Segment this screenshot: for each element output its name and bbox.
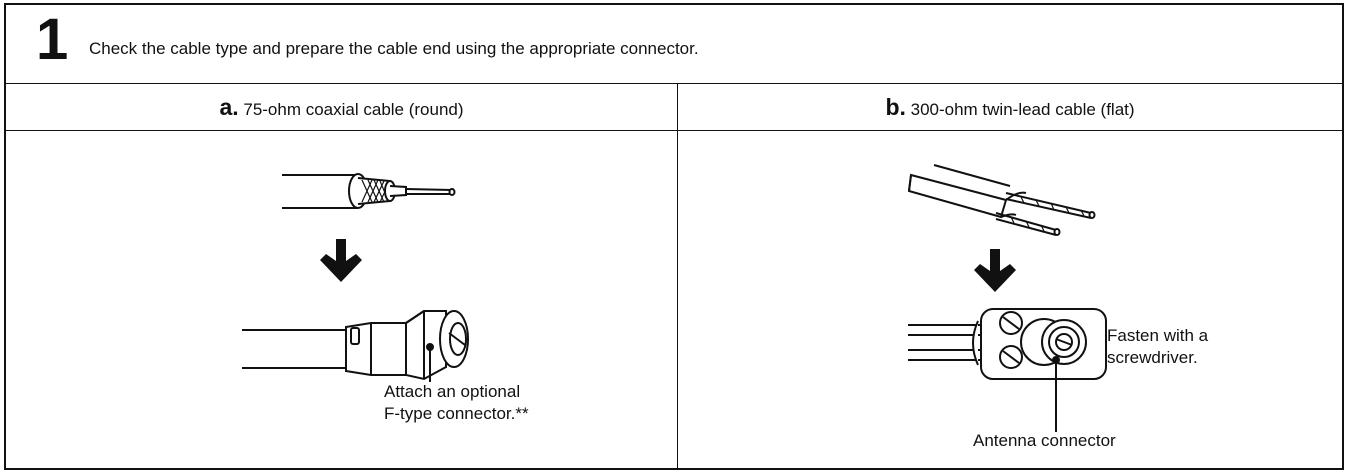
coaxial-cable-stripped-illustration xyxy=(282,173,456,209)
step-header: 1 Check the cable type and prepare the c… xyxy=(6,5,1342,84)
twin-lead-cable-stripped-illustration xyxy=(907,164,1096,236)
antenna-connector-label: Antenna connector xyxy=(973,431,1116,450)
step-number: 1 xyxy=(36,7,69,72)
arrow-down-icon xyxy=(974,249,1016,292)
column-b-letter: b. xyxy=(885,94,906,120)
fasten-instruction: Fasten with a screwdriver. xyxy=(1107,325,1208,369)
column-a-heading: a. 75-ohm coaxial cable (round) xyxy=(6,83,677,131)
column-a-letter: a. xyxy=(219,94,239,120)
column-b-heading: b. 300-ohm twin-lead cable (flat) xyxy=(678,83,1342,131)
column-divider xyxy=(677,83,678,468)
column-a-title: 75-ohm coaxial cable (round) xyxy=(238,100,464,119)
fasten-instruction-line1: Fasten with a xyxy=(1107,326,1209,345)
antenna-connector-illustration xyxy=(908,308,1107,432)
step-instruction: Check the cable type and prepare the cab… xyxy=(89,39,699,58)
illustrations xyxy=(242,164,1107,432)
coaxial-cable-with-f-connector-illustration xyxy=(242,310,469,382)
fasten-instruction-line2: screwdriver. xyxy=(1107,348,1198,367)
arrow-down-icon xyxy=(320,239,362,282)
f-connector-callout: Attach an optional F-type connector.** xyxy=(384,381,529,425)
instruction-panel: 1 Check the cable type and prepare the c… xyxy=(4,3,1344,470)
f-connector-callout-line2: F-type connector.** xyxy=(384,404,529,423)
column-b-title: 300-ohm twin-lead cable (flat) xyxy=(905,100,1135,119)
f-connector-callout-line1: Attach an optional xyxy=(384,382,521,401)
